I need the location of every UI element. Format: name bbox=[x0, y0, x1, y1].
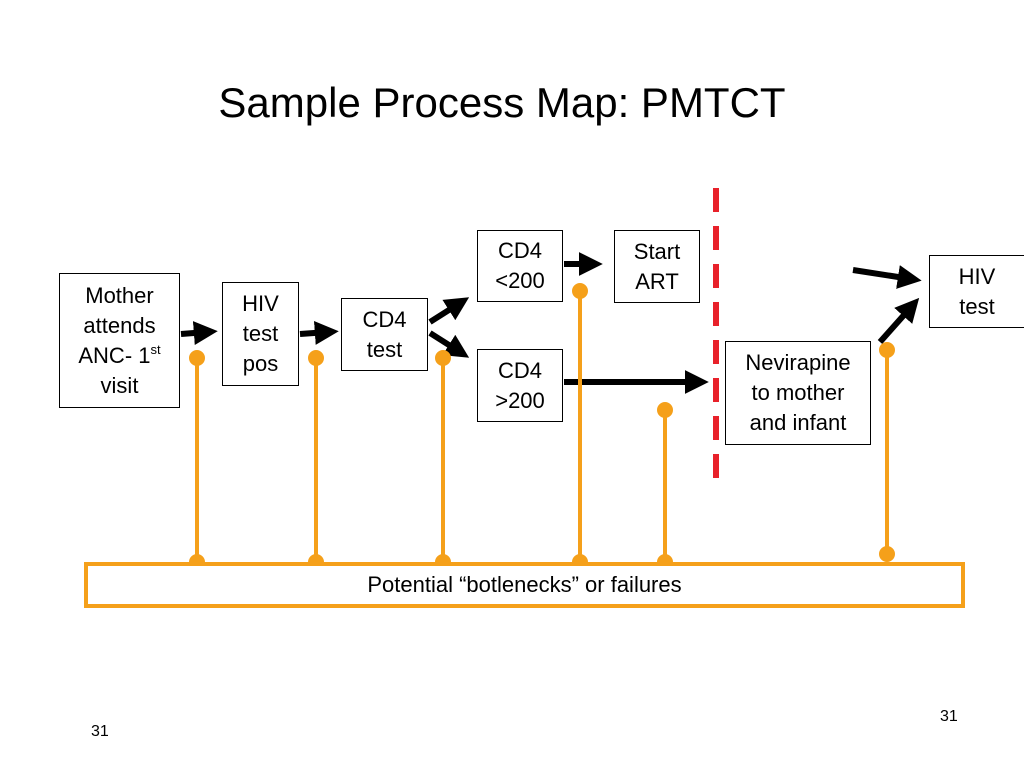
box-hiv-test-line1: HIV bbox=[958, 263, 996, 289]
box-mother-attends-anc: Mother attends ANC- 1st visit bbox=[59, 273, 180, 408]
arrow-incoming-hiv-test bbox=[852, 265, 922, 289]
box-cd4-low-line2: <200 bbox=[495, 268, 545, 293]
box-cd4-high-line2: >200 bbox=[495, 387, 545, 413]
box-nevirapine-line1: Nevirapine bbox=[745, 350, 851, 375]
slide-title: Sample Process Map: PMTCT bbox=[218, 79, 786, 126]
box-nevirapine-line3: and infant bbox=[749, 410, 847, 435]
flow-arrows bbox=[180, 252, 922, 394]
box-mother-line1: Mother bbox=[85, 282, 154, 308]
box-mother-line4: visit bbox=[100, 372, 139, 398]
box-start-art-line2: ART bbox=[635, 268, 679, 294]
box-hiv-test-line2: test bbox=[959, 293, 995, 319]
box-cd4-high-line1: CD4 bbox=[497, 357, 542, 383]
box-cd4-test-line1: CD4 bbox=[362, 306, 407, 332]
arrow-mother-to-hiv-pos bbox=[180, 321, 218, 345]
bottleneck-bar: Potential “botlenecks” or failures bbox=[84, 562, 965, 608]
arrow-hiv-pos-to-cd4-test bbox=[299, 320, 339, 345]
box-hiv-pos-line1: HIV bbox=[242, 291, 279, 316]
slide-number-right: 31 bbox=[940, 708, 958, 725]
box-nevirapine: Nevirapine to mother and infant bbox=[725, 341, 871, 445]
box-hiv-pos-line3: pos bbox=[242, 351, 279, 376]
box-hiv-test-pos: HIV test pos bbox=[222, 282, 299, 386]
arrow-cd4-test-to-cd4-low bbox=[428, 297, 470, 325]
box-cd4-test: CD4 test bbox=[341, 298, 428, 371]
box-hiv-test: HIV test bbox=[929, 255, 1024, 328]
box-start-art-line1: Start bbox=[633, 238, 681, 264]
box-nevirapine-line2: to mother bbox=[751, 380, 845, 405]
box-mother-line2: attends bbox=[83, 312, 156, 338]
box-mother-superscript: st bbox=[150, 341, 161, 357]
box-cd4-above-200: CD4 >200 bbox=[477, 349, 563, 422]
bottleneck-label: Potential “botlenecks” or failures bbox=[367, 572, 682, 597]
box-cd4-below-200: CD4 <200 bbox=[477, 230, 563, 302]
box-cd4-test-line2: test bbox=[366, 336, 403, 362]
box-mother-line3: ANC- 1 bbox=[78, 342, 151, 368]
arrow-cd4-test-to-cd4-high bbox=[428, 330, 470, 358]
box-start-art: Start ART bbox=[614, 230, 700, 303]
arrow-nevirapine-to-hiv-test bbox=[877, 297, 920, 344]
slide-number-left: 31 bbox=[91, 723, 109, 740]
box-hiv-pos-line2: test bbox=[242, 321, 279, 346]
box-cd4-low-line1: CD4 bbox=[497, 238, 542, 263]
